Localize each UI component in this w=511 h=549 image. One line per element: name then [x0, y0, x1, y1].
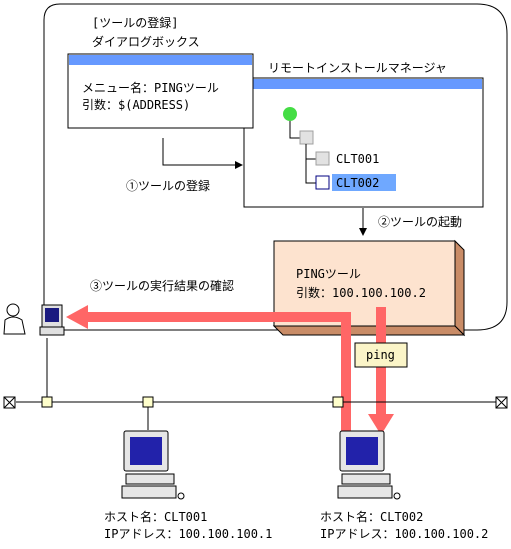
tool-registration-dialog: [ツールの登録] ダイアログボックス メニュー名：PINGツール 引数：$(AD…: [67, 15, 254, 129]
dialog-title-line2: ダイアログボックス: [92, 34, 200, 49]
network-terminator-right: [495, 396, 508, 409]
step-confirm-label: ③ツールの実行結果の確認: [90, 278, 234, 293]
computer-tree: CLT001 CLT002: [283, 107, 396, 191]
administrator-icon: [3, 303, 65, 336]
tree-node-clt001[interactable]: CLT001: [336, 152, 379, 166]
ping-label: ping: [366, 348, 395, 362]
dialog-title-bar: [69, 55, 252, 65]
launch-arrow: [359, 208, 367, 236]
manager-machine-frame: [43, 3, 508, 331]
manager-title-bar: [245, 79, 482, 89]
network-node-admin: [41, 396, 53, 408]
step-launch-label: ②ツールの起動: [378, 215, 462, 229]
ping-tool-argument: 引数：100.100.100.2: [296, 285, 426, 300]
ping-label-box: ping: [354, 342, 408, 368]
register-arrow: [162, 138, 243, 169]
network-terminator-left: [3, 396, 16, 409]
ping-tool-name: PINGツール: [296, 267, 361, 281]
dialog-menu-name: メニュー名：PINGツール: [82, 80, 219, 95]
tree-root-node: [283, 107, 297, 121]
manager-title: リモートインストールマネージャ: [268, 61, 447, 75]
client-clt001-computer: [121, 430, 185, 500]
step-register-label: ①ツールの登録: [126, 178, 210, 193]
tree-selection-highlight: [332, 174, 396, 191]
tree-node-clt002[interactable]: CLT002: [336, 176, 379, 190]
dialog-argument: 引数：$(ADDRESS): [82, 97, 190, 112]
ping-tool-box: PINGツール 引数：100.100.100.2: [272, 239, 466, 337]
host-clt002-ip: IPアドレス：100.100.100.2: [320, 527, 488, 541]
dialog-title-line1: [ツールの登録]: [92, 15, 178, 30]
host-clt002-name: ホスト名：CLT002: [320, 509, 423, 524]
remote-install-manager-window: リモートインストールマネージャ: [243, 61, 484, 208]
tree-node-clt002-box: [315, 175, 330, 190]
tree-group-node: [299, 130, 314, 145]
network-node-clt002: [332, 396, 344, 408]
host-clt001-ip: IPアドレス：100.100.100.1: [104, 527, 272, 541]
tree-node-clt001-box: [315, 151, 330, 166]
network-node-clt001: [142, 396, 154, 408]
client-clt002-computer: [337, 430, 401, 500]
result-arrow: [66, 305, 351, 433]
host-clt001-name: ホスト名：CLT001: [104, 509, 207, 524]
network-line: [3, 338, 508, 430]
